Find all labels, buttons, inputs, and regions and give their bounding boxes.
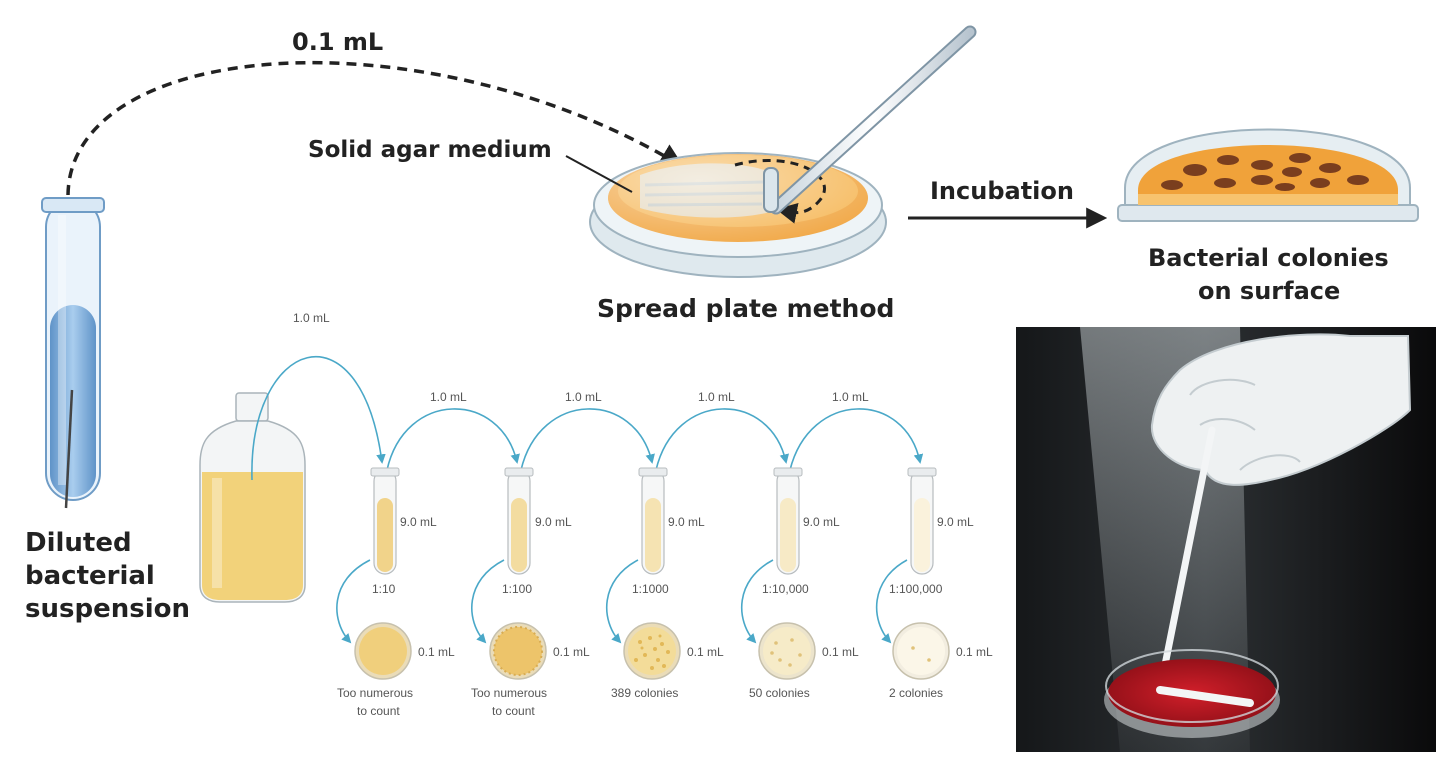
result-plate-2 <box>489 622 547 680</box>
plate-result-2-line2: to count <box>492 704 535 718</box>
plate-result-5-line1: 2 colonies <box>889 686 943 700</box>
tube-label-line2: bacterial <box>25 561 155 591</box>
tube-ratio-4: 1:10,000 <box>762 582 809 596</box>
dilution-tube-3 <box>638 467 668 575</box>
dilution-tube-4 <box>773 467 803 575</box>
transfer-label-3: 1.0 mL <box>698 390 735 404</box>
transfer-arc-3 <box>655 408 790 471</box>
diluted-suspension-tube <box>41 197 105 509</box>
tube-label-line3: suspension <box>25 594 190 624</box>
petri-dish-spread <box>589 152 887 278</box>
tube-volume-2: 9.0 mL <box>535 515 572 529</box>
tube-label-line1: Diluted <box>25 528 132 558</box>
dilution-arcs <box>251 356 924 481</box>
plate-result-3-line1: 389 colonies <box>611 686 678 700</box>
plate-volume-2: 0.1 mL <box>553 645 590 659</box>
result-plate-3 <box>623 622 681 680</box>
transfer-arc-4 <box>789 408 924 471</box>
colonies-label-line1: Bacterial colonies <box>1148 244 1389 272</box>
first-transfer-label: 1.0 mL <box>293 311 330 325</box>
colony-spots <box>1161 153 1369 191</box>
dilution-tube-2 <box>504 467 534 575</box>
colonies-label-line2: on surface <box>1198 277 1340 305</box>
tube-ratio-5: 1:100,000 <box>889 582 943 596</box>
tube-volume-3: 9.0 mL <box>668 515 705 529</box>
plating-arcs <box>336 559 908 644</box>
agar-label: Solid agar medium <box>308 137 552 163</box>
result-plate-1 <box>354 622 412 680</box>
plate-result-4-line1: 50 colonies <box>749 686 810 700</box>
transfer-label-1: 1.0 mL <box>430 390 467 404</box>
tube-ratio-1: 1:10 <box>372 582 396 596</box>
transfer-arc-1 <box>386 408 520 471</box>
spread-plate-photo <box>1016 327 1436 752</box>
dilution-tube-5 <box>907 467 937 575</box>
transfer-label-4: 1.0 mL <box>832 390 869 404</box>
tube-volume-1: 9.0 mL <box>400 515 437 529</box>
plate-volume-1: 0.1 mL <box>418 645 455 659</box>
method-label: Spread plate method <box>597 294 894 323</box>
result-plate-4 <box>758 622 816 680</box>
first-transfer-arc <box>251 356 386 481</box>
culture-bottle <box>199 392 306 603</box>
incubation-label: Incubation <box>930 177 1074 205</box>
tube-volume-4: 9.0 mL <box>803 515 840 529</box>
plate-result-1-line1: Too numerous <box>337 686 413 700</box>
transfer-volume-label: 0.1 mL <box>292 28 383 56</box>
tube-ratio-3: 1:1000 <box>632 582 669 596</box>
plate-volume-3: 0.1 mL <box>687 645 724 659</box>
plate-volume-4: 0.1 mL <box>822 645 859 659</box>
transfer-arc <box>66 60 685 196</box>
tube-ratio-2: 1:100 <box>502 582 532 596</box>
transfer-label-2: 1.0 mL <box>565 390 602 404</box>
result-plate-5 <box>892 622 950 680</box>
transfer-arc-2 <box>520 408 655 471</box>
spreader-rod <box>763 25 977 215</box>
dilution-tube-1 <box>370 467 400 575</box>
tube-volume-5: 9.0 mL <box>937 515 974 529</box>
agar-pointer-line <box>565 155 633 193</box>
plate-volume-5: 0.1 mL <box>956 645 993 659</box>
plate-result-1-line2: to count <box>357 704 400 718</box>
plate-result-2-line1: Too numerous <box>471 686 547 700</box>
colonies-dish <box>1117 128 1419 222</box>
